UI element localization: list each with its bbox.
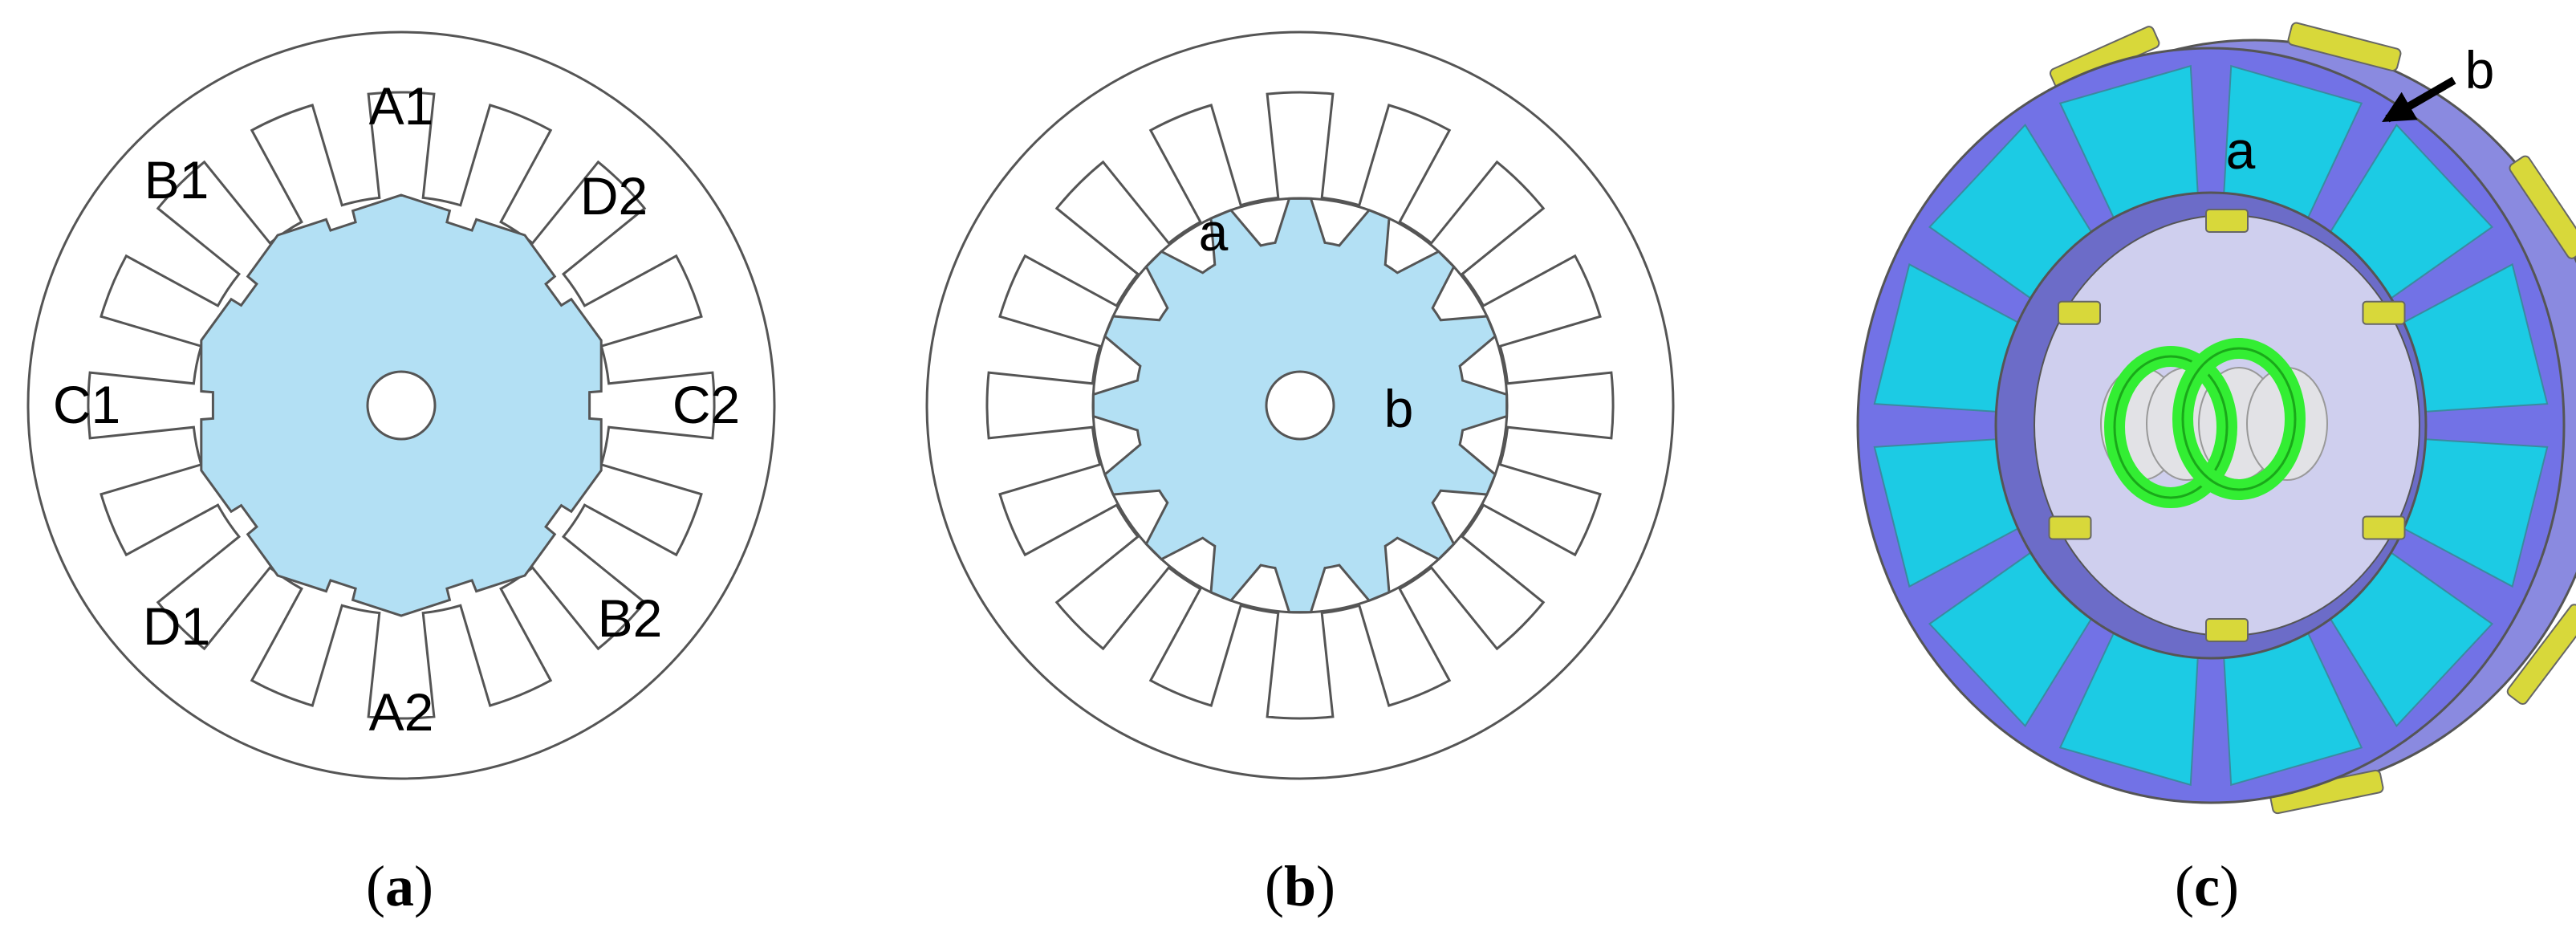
phase-label-a1: A1: [369, 76, 434, 136]
green-coil-edge: [2181, 347, 2297, 491]
rotor-magnet: [2058, 300, 2101, 325]
label-a-segment: a: [2226, 120, 2256, 180]
shaft-hole: [1265, 370, 1335, 441]
label-b-spacer: b: [2465, 40, 2495, 100]
rotor-magnet: [2362, 515, 2406, 540]
green-coil-edge: [2113, 355, 2229, 499]
panel-c-3d-model: a b (c): [1856, 22, 2576, 918]
phase-label-b1: B1: [144, 150, 209, 210]
rotor-magnet: [2048, 515, 2092, 540]
panel-b-diagram: a b (b): [925, 31, 1675, 918]
rotor-magnet: [2205, 618, 2249, 642]
label-b-rotor: b: [1384, 379, 1414, 438]
motor-3d-assembly: [1856, 22, 2576, 815]
motor-cross-section-b: [925, 31, 1675, 780]
end-magnet: [2509, 155, 2576, 259]
phase-label-d2: D2: [580, 166, 648, 226]
caption-c: (c): [2175, 854, 2239, 918]
phase-label-c2: C2: [672, 375, 740, 434]
rotor-magnet: [2362, 300, 2406, 325]
motor-cross-section-a: [26, 31, 776, 780]
end-magnet: [2287, 22, 2402, 71]
label-a-stator-tooth: a: [1199, 202, 1229, 262]
phase-label-b2: B2: [598, 588, 663, 648]
arrow-to-spacer: [2382, 76, 2456, 123]
caption-a: (a): [366, 854, 433, 918]
caption-b: (b): [1265, 854, 1335, 918]
rotor-magnet: [2205, 209, 2249, 233]
shaft-hole: [366, 370, 437, 441]
phase-label-d1: D1: [143, 596, 210, 656]
phase-label-a2: A2: [369, 682, 434, 742]
panel-a-diagram: A1 B1 D2 C1 C2 D1 B2 A2 (a): [26, 31, 776, 918]
end-magnet: [2506, 604, 2576, 705]
phase-label-c1: C1: [53, 375, 120, 434]
